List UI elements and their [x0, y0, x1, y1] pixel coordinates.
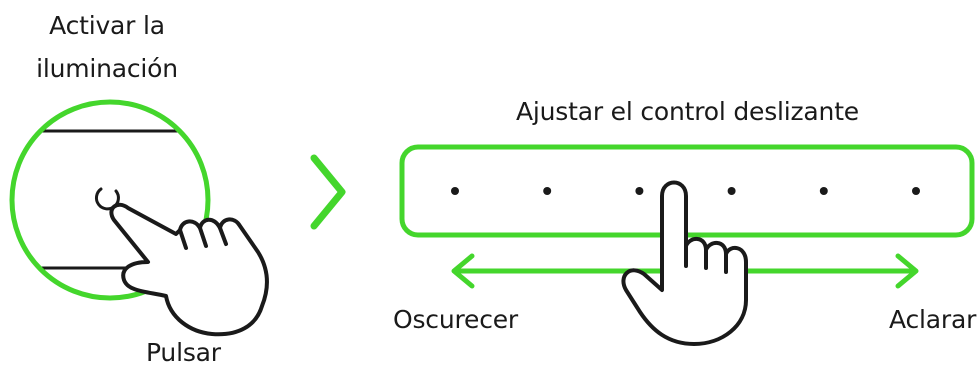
slider-dot — [819, 187, 828, 195]
chevron-right-icon — [310, 154, 346, 230]
activate-lighting-label: Activar la iluminación — [36, 11, 178, 83]
slider-dots — [451, 187, 920, 195]
slider-dot — [912, 187, 920, 195]
tap-label: Pulsar — [146, 338, 221, 367]
dim-label: Oscurecer — [393, 305, 519, 334]
adjust-slider-label: Ajustar el control deslizante — [516, 97, 859, 126]
power-icon[interactable] — [94, 187, 120, 211]
brighten-label: Aclarar — [889, 305, 977, 334]
hand-pointer-icon — [621, 180, 748, 346]
hand-pointer-icon — [109, 202, 269, 337]
slider-dot — [451, 187, 459, 195]
slider-dot — [543, 187, 552, 195]
slider-dot — [635, 187, 644, 195]
slider-dot — [727, 187, 736, 195]
